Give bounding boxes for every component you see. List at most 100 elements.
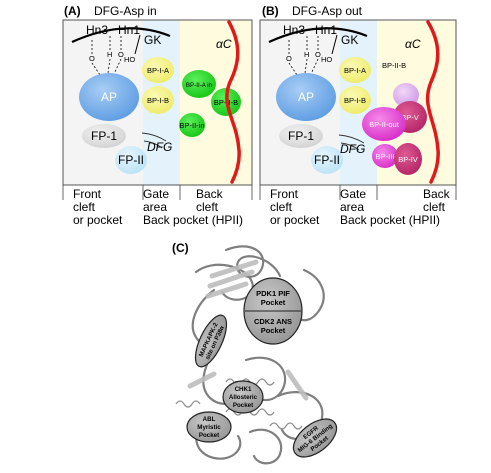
panel-a-bp-ii-a-in-label: BP-II-A in <box>186 82 213 89</box>
panel-a-ap-label: AP <box>101 90 117 104</box>
panel-b-title: DFG-Asp out <box>292 4 363 18</box>
panel-a-atom-o1: O <box>89 54 95 63</box>
panel-b-bp-i-b-label: BP-I-B <box>344 96 366 105</box>
panel-c-pdk1-line2: Pocket <box>261 298 286 307</box>
panel-b-bp-i-a-label: BP-I-A <box>344 66 366 75</box>
panel-b-letter: (B) <box>262 4 279 18</box>
panel-b-dfg-arc-2 <box>340 142 360 151</box>
panel-a-gate-line2: area <box>143 200 167 214</box>
panel-a-atom-ho: HO <box>124 55 135 64</box>
panel-b-bp-ii-out-label: BP-II-out <box>369 120 400 129</box>
panel-a: (A) DFG-Asp in Hn3 Hn1 GK O H O HO AP BP… <box>62 4 253 227</box>
panel-b-hpii-label: Back pocket (HPII) <box>340 213 440 227</box>
panel-a-gk-label: GK <box>144 33 161 47</box>
panel-a-hbonds <box>91 36 122 76</box>
panel-b-back-line2: cleft <box>423 200 446 214</box>
panel-a-bp-ii-in-pocket <box>179 113 205 137</box>
panel-c-chk1-line3: Pocket <box>233 402 253 409</box>
panel-b-gk-bond <box>331 34 338 55</box>
panel-a-back-line1: Back <box>196 187 224 201</box>
panel-a-ap-pocket <box>79 73 139 121</box>
panel-b-ap-pocket <box>276 73 336 121</box>
panel-c-abl-line2: Myristic <box>197 424 221 431</box>
panel-a-hn1-label: Hn1 <box>118 23 140 37</box>
panel-b-gk-label: GK <box>341 33 358 47</box>
panel-a-atom-o2: O <box>118 50 124 59</box>
panel-a-front-line2: cleft <box>73 200 96 214</box>
panel-a-hn3-label: Hn3 <box>86 23 108 37</box>
panel-b-bp-iv-label: BP-IV <box>398 155 418 164</box>
panel-b-bp-v-label: BP-V <box>401 113 419 122</box>
panel-b-ap-label: AP <box>298 90 314 104</box>
panel-c-abl-line1: ABL <box>203 416 216 423</box>
panel-a-bp-i-a-pocket <box>142 57 174 83</box>
panel-c: (C) PDK1 PI <box>172 241 338 465</box>
panel-a-letter: (A) <box>64 4 81 18</box>
panel-b-atom-o1: O <box>286 54 292 63</box>
panel-a-hinge-curve <box>71 27 171 44</box>
panel-a-front-line1: Front <box>73 187 102 201</box>
panel-b-fp2-pocket <box>311 146 343 174</box>
panel-c-beta-strands <box>187 259 309 401</box>
panel-b: (B) DFG-Asp out Hn3 Hn1 GK O H O HO AP B… <box>259 4 457 227</box>
panel-b-fp1-label: FP-1 <box>288 129 314 143</box>
panel-c-chk1-pocket <box>222 380 264 414</box>
panel-a-bp-i-a-label: BP-I-A <box>147 66 169 75</box>
panel-a-fp1-pocket <box>82 124 126 148</box>
panel-a-fp2-pocket <box>115 146 147 174</box>
panel-c-chk1-line2: Allosteric <box>229 394 258 401</box>
panel-a-fp1-label: FP-1 <box>91 129 117 143</box>
panel-b-atom-h: H <box>304 50 309 59</box>
panel-b-bp-ii-out-pocket <box>362 107 406 141</box>
panel-b-gate-line1: Gate <box>340 187 366 201</box>
panel-c-pdk1-line1: PDK1 PIF <box>256 289 290 298</box>
panel-b-bp-i-a-pocket <box>339 57 371 83</box>
panel-c-cdk2-line1: CDK2 ANS <box>254 317 292 326</box>
panel-b-front-line2: cleft <box>270 200 293 214</box>
panel-b-hn1-label: Hn1 <box>315 23 337 37</box>
panel-a-title: DFG-Asp in <box>94 4 157 18</box>
panel-c-mapkapk2-group: MAPKAPK-2 site on P38α <box>194 314 228 368</box>
panel-a-alpha-c-helix <box>225 20 241 184</box>
panel-b-atom-ho: HO <box>321 55 332 64</box>
panel-a-atom-h: H <box>107 50 112 59</box>
panel-b-hinge-curve <box>268 27 368 44</box>
panel-b-bp-iii-pocket <box>372 144 398 168</box>
panel-c-letter: (C) <box>172 241 189 255</box>
panel-c-abl-pocket <box>186 411 232 443</box>
panel-c-mapkapk2-pocket <box>194 314 228 368</box>
panel-a-gk-bond <box>134 34 141 55</box>
panel-b-bp-iv-pocket <box>394 143 422 175</box>
panel-b-hn3-label: Hn3 <box>283 23 305 37</box>
panel-a-gate-line1: Gate <box>143 187 169 201</box>
panel-a-frame <box>62 19 253 186</box>
panel-b-dfg-arc-1 <box>338 134 365 144</box>
panel-b-bp-ii-b-pocket <box>393 83 419 107</box>
panel-a-bp-i-b-pocket <box>142 86 174 114</box>
panel-b-fp1-pocket <box>279 124 323 148</box>
panel-b-bp-iii-label: BP-III <box>376 152 395 161</box>
panel-a-bp-i-b-label: BP-I-B <box>147 96 169 105</box>
panel-a-dfg-arc-2 <box>143 140 163 149</box>
panel-b-ac-label: αC <box>405 37 421 51</box>
panel-c-abl-line3: Pocket <box>199 432 219 439</box>
panel-b-dfg-label: DFG <box>340 142 365 156</box>
panel-b-frame <box>259 19 457 186</box>
panel-b-hbonds <box>288 36 319 76</box>
panel-a-dfg-arc-1 <box>141 132 167 142</box>
panel-b-bp-i-b-pocket <box>339 86 371 114</box>
panel-b-bp-ii-b-label: BP-II-B <box>382 61 406 70</box>
panel-b-back-line1: Back <box>423 187 451 201</box>
panel-a-bp-ii-a-in-pocket <box>182 70 216 98</box>
panel-a-bp-ii-in-label: BP-II-in <box>179 121 204 130</box>
panel-b-alpha-c-helix <box>425 20 440 184</box>
panel-a-front-line3: or pocket <box>73 213 123 227</box>
panel-c-egfr-pocket <box>292 418 338 458</box>
panel-a-hpii-label: Back pocket (HPII) <box>143 213 243 227</box>
panel-b-fp2-label: FP-II <box>314 153 340 167</box>
panel-b-atom-o2: O <box>315 50 321 59</box>
panel-c-chk1-line1: CHK1 <box>235 386 252 393</box>
panel-a-back-line2: cleft <box>196 200 219 214</box>
panel-b-front-line3: or pocket <box>270 213 320 227</box>
